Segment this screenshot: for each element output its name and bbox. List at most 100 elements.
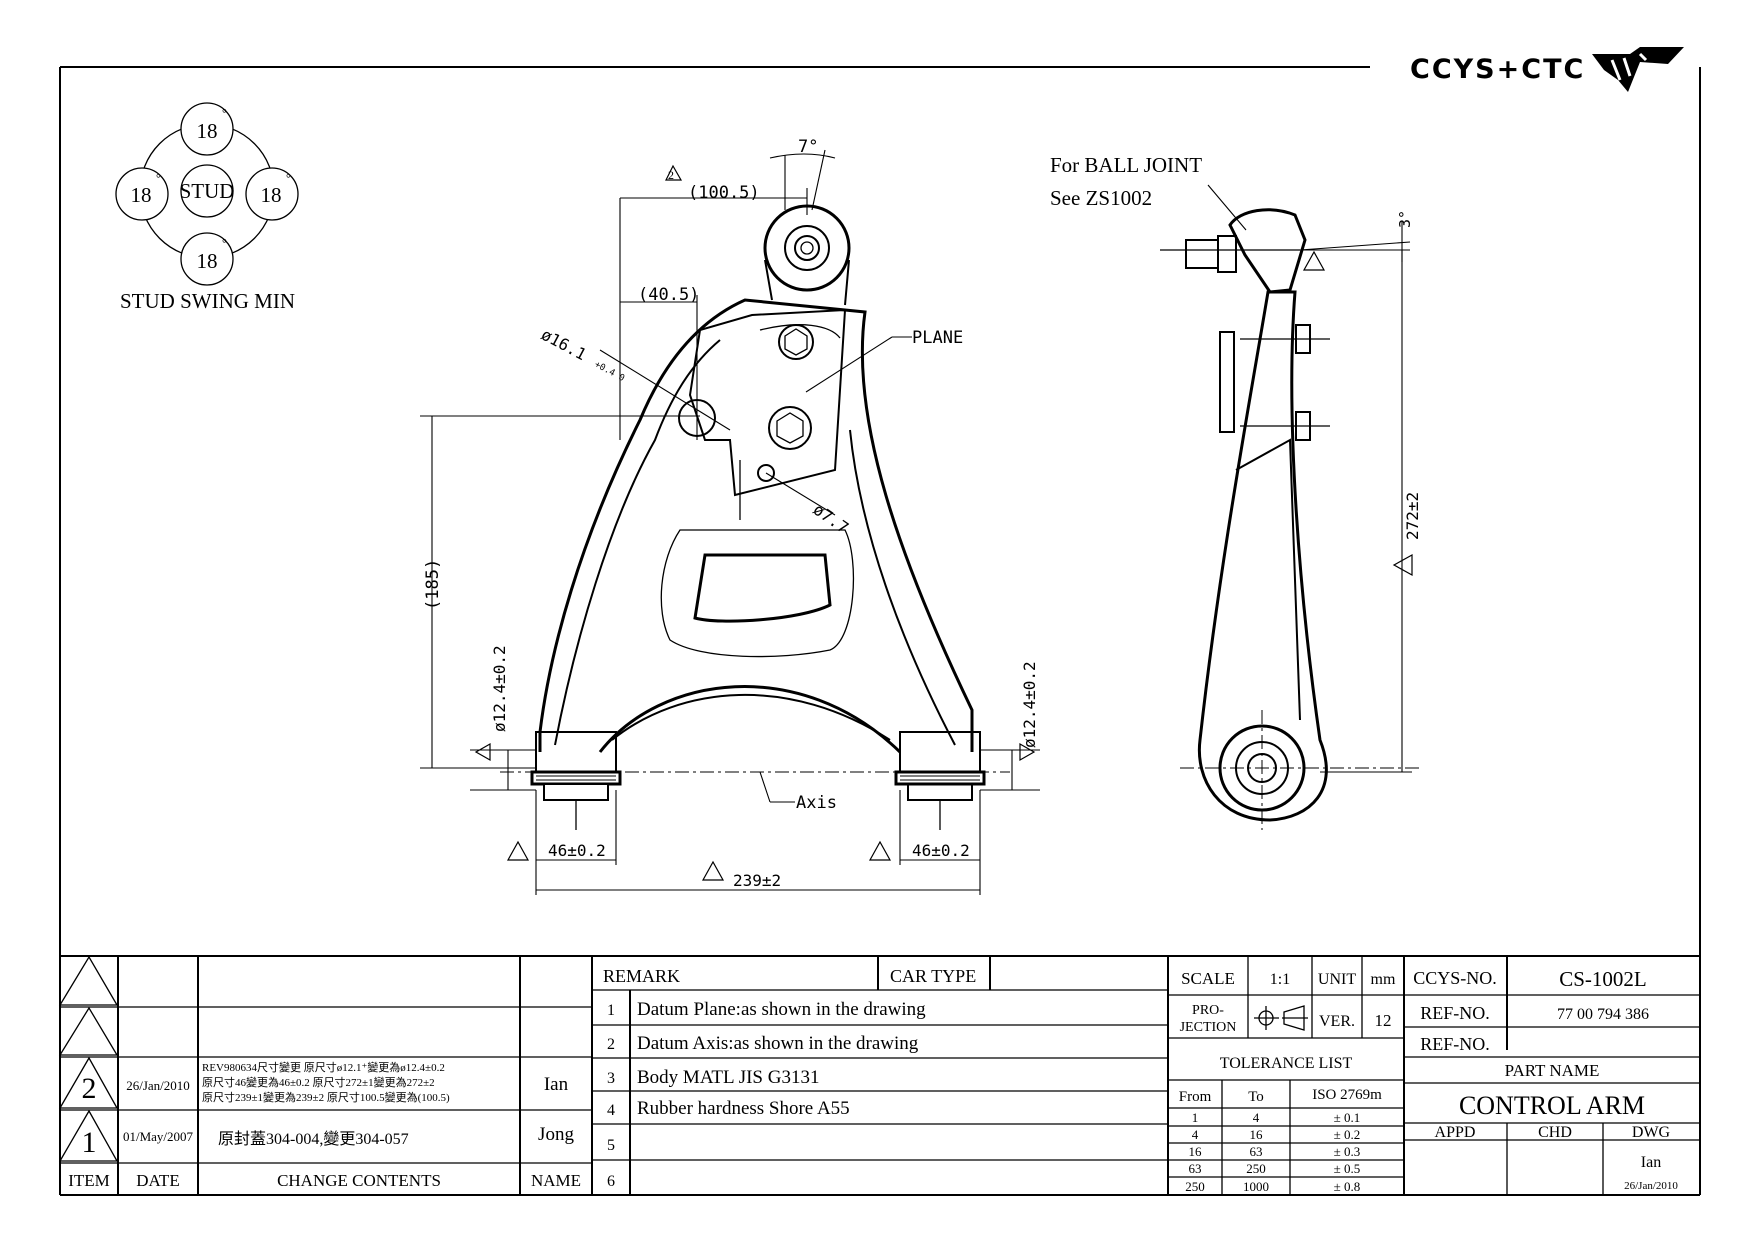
remark-text-4: Rubber hardness Shore A55	[637, 1098, 850, 1119]
title-block-grid	[58, 955, 1700, 1195]
dim-hole-16: ø16.1	[538, 325, 589, 364]
stud-swing-diagram: STUD 18 18 18 18 ° ° ° ° STUD SWING MIN	[115, 102, 299, 313]
degree-mark: °	[222, 106, 227, 120]
tol-cell: 250	[1185, 1179, 1205, 1194]
tol-cell: 16	[1189, 1144, 1203, 1159]
remark-text-3: Body MATL JIS G3131	[637, 1067, 819, 1088]
car-type-label: CAR TYPE	[890, 966, 976, 986]
rev-item-2: 2	[82, 1072, 97, 1105]
tol-cell: 63	[1189, 1161, 1202, 1176]
projection-label-1: PRO-	[1192, 1003, 1224, 1018]
chd-label: CHD	[1538, 1124, 1572, 1141]
tol-cell: 1	[1192, 1110, 1199, 1125]
stud-circle	[180, 164, 234, 218]
ver-value: 12	[1375, 1011, 1392, 1030]
rev-contents-2-line3: 原尺寸239±1變更為239±2 原尺寸100.5變更為(100.5)	[202, 1090, 450, 1104]
degree-mark: °	[286, 171, 291, 185]
rev-name-2: Ian	[544, 1074, 569, 1095]
swing-angle-top: 18	[197, 119, 218, 143]
remark-no-6: 6	[607, 1173, 615, 1190]
angle-7-label: 7°	[798, 137, 818, 157]
rev-contents-1: 原封蓋304-004,變更304-057	[218, 1130, 409, 1148]
scale-value: 1:1	[1270, 971, 1290, 988]
drawing-border	[59, 66, 1701, 1196]
dwg-drafter: Ian	[1641, 1154, 1661, 1171]
brand-emblem-icon	[1592, 47, 1684, 92]
tol-cell: 63	[1250, 1144, 1263, 1159]
ref-no-value-1: 77 00 794 386	[1557, 1006, 1649, 1023]
front-view	[500, 204, 1010, 830]
rev-date-2: 26/Jan/2010	[126, 1078, 190, 1093]
header-change-contents: CHANGE CONTENTS	[277, 1171, 441, 1190]
ball-joint-note-line1: For BALL JOINT	[1050, 153, 1202, 177]
ccys-no-value: CS-1002L	[1559, 967, 1647, 991]
tol-cell: ± 0.5	[1334, 1161, 1361, 1176]
tol-cell: ± 0.1	[1334, 1110, 1361, 1125]
part-name-value: CONTROL ARM	[1459, 1091, 1645, 1120]
dim-272: 272±2	[1403, 492, 1422, 540]
title-block: CCYS-NO. CS-1002L REF-NO. 77 00 794 386 …	[1413, 967, 1678, 1192]
tol-cell: 4	[1192, 1127, 1199, 1142]
part-name-label: PART NAME	[1505, 1061, 1600, 1080]
tol-cell: 4	[1253, 1110, 1260, 1125]
rev-name-1: Jong	[538, 1124, 574, 1145]
remarks-table: REMARK CAR TYPE 1 2 3 4 5 6 Datum Plane:…	[603, 966, 976, 1190]
unit-label: UNIT	[1318, 971, 1356, 988]
ref-no-label-1: REF-NO.	[1420, 1003, 1490, 1023]
rev-contents-2-line1: REV980634尺寸變更 原尺寸ø12.1⁺變更為ø12.4±0.2	[202, 1060, 445, 1074]
tol-cell: ± 0.3	[1334, 1144, 1361, 1159]
degree-mark: °	[222, 236, 227, 250]
projection-symbol-icon	[1254, 1005, 1308, 1031]
unit-value: mm	[1371, 971, 1396, 988]
dim-100-5: (100.5)	[688, 183, 760, 203]
projection-label-2: JECTION	[1180, 1020, 1237, 1035]
rev-item-1: 1	[82, 1126, 97, 1159]
ccys-no-label: CCYS-NO.	[1413, 968, 1497, 988]
dim-46-right: 46±0.2	[912, 841, 970, 860]
dim-bush-left: ø12.4±0.2	[490, 645, 509, 732]
tol-cell: ± 0.8	[1334, 1179, 1361, 1194]
header-name: NAME	[531, 1171, 581, 1190]
angle-3-label: 3°	[1396, 210, 1414, 228]
header-item: ITEM	[68, 1171, 110, 1190]
remark-text-2: Datum Axis:as shown in the drawing	[637, 1033, 919, 1054]
remark-no-5: 5	[607, 1137, 615, 1154]
rev-date-1: 01/May/2007	[123, 1129, 194, 1144]
side-view: For BALL JOINT See ZS1002 3° 272±2	[1050, 153, 1422, 830]
axis-label: Axis	[796, 793, 837, 813]
ref-no-label-2: REF-NO.	[1420, 1034, 1490, 1054]
revision-table: 2 1 26/Jan/2010 01/May/2007 REV980634尺寸變…	[68, 1060, 581, 1190]
ver-label: VER.	[1319, 1013, 1355, 1030]
dwg-date: 26/Jan/2010	[1624, 1180, 1678, 1192]
degree-mark: °	[156, 171, 161, 185]
dim-46-left: 46±0.2	[548, 841, 606, 860]
dwg-label: DWG	[1632, 1124, 1671, 1141]
brand-logo: CCYS+CTC	[1410, 47, 1684, 92]
plane-label: PLANE	[912, 328, 963, 348]
remark-no-3: 3	[607, 1070, 615, 1087]
swing-angle-bottom: 18	[197, 249, 218, 273]
stud-label: STUD	[180, 179, 235, 203]
dim-40-5: (40.5)	[638, 285, 699, 305]
remark-title: REMARK	[603, 966, 680, 986]
scale-label: SCALE	[1181, 969, 1235, 988]
tol-header-from: From	[1179, 1089, 1212, 1105]
tol-header-to: To	[1248, 1089, 1264, 1105]
dim-185: (185)	[423, 559, 443, 610]
rev-contents-2-line2: 原尺寸46變更為46±0.2 原尺寸272±1變更為272±2	[202, 1075, 435, 1089]
tol-cell: 250	[1246, 1161, 1266, 1176]
tol-header-iso: ISO 2769m	[1312, 1087, 1382, 1103]
ball-joint-note-line2: See ZS1002	[1050, 186, 1152, 210]
dim-239: 239±2	[733, 871, 781, 890]
brand-text: CCYS+CTC	[1410, 54, 1585, 85]
tol-cell: 1000	[1243, 1179, 1269, 1194]
remark-text-1: Datum Plane:as shown in the drawing	[637, 999, 926, 1020]
remark-no-1: 1	[607, 1002, 615, 1019]
tol-cell: 16	[1250, 1127, 1264, 1142]
tolerance-title: TOLERANCE LIST	[1220, 1055, 1353, 1072]
swing-angle-left: 18	[131, 183, 152, 207]
dim-bush-right: ø12.4±0.2	[1020, 661, 1039, 748]
rev-mark: 2	[668, 168, 674, 182]
tol-cell: ± 0.2	[1334, 1127, 1361, 1142]
